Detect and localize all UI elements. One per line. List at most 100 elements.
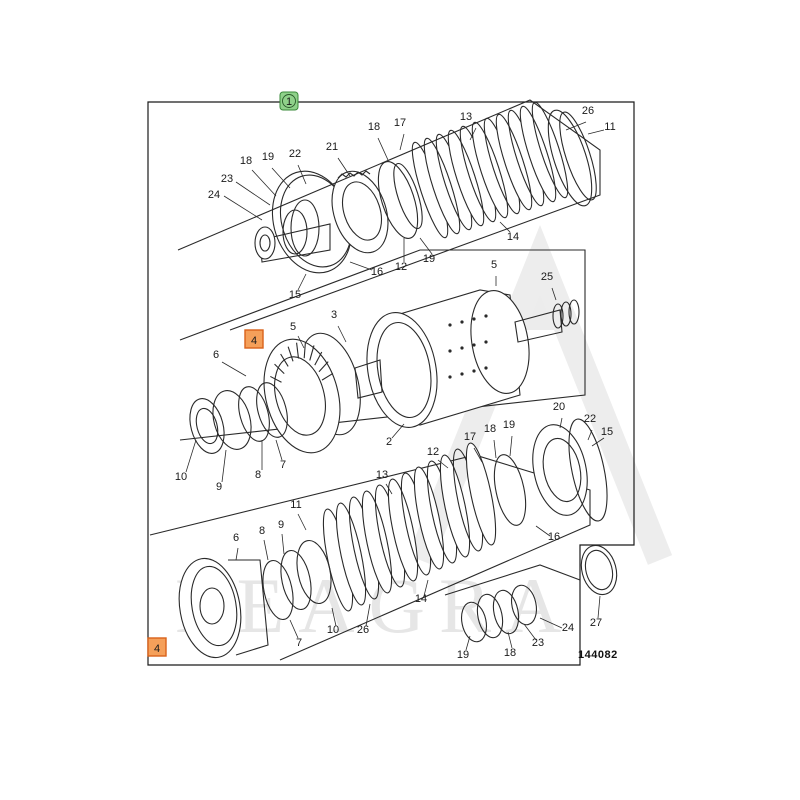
callout-number: 20 [553, 401, 565, 413]
callout-number: 8 [255, 469, 261, 481]
leader-line [337, 157, 351, 177]
callout-bottom-14[interactable]: 14 [415, 579, 429, 605]
callout-middle-9[interactable]: 9 [216, 449, 227, 493]
callout-middle-6[interactable]: 6 [213, 349, 247, 377]
callout-number: 18 [504, 647, 516, 659]
outer-frame [147, 101, 635, 666]
callout-top-11[interactable]: 11 [587, 121, 616, 135]
callout-top-22[interactable]: 22 [289, 148, 307, 185]
leader-line [275, 439, 283, 461]
callout-number: 24 [208, 189, 220, 201]
callout-bottom-9[interactable]: 9 [278, 519, 285, 555]
callout-top-16[interactable]: 16 [349, 261, 383, 278]
callout-number: 11 [604, 121, 615, 133]
highlight-label: 4 [154, 643, 160, 655]
callout-bottom-22[interactable]: 22 [584, 413, 596, 441]
callout-bottom-26[interactable]: 26 [357, 603, 371, 636]
callout-number: 12 [427, 446, 439, 458]
leader-line [221, 361, 247, 377]
callout-number: 13 [460, 111, 472, 123]
callout-bottom-12[interactable]: 12 [427, 446, 449, 469]
callout-number: 12 [395, 261, 407, 273]
callout-bottom-19[interactable]: 19 [503, 419, 515, 457]
callout-top-15[interactable]: 15 [289, 273, 307, 301]
leader-line [535, 525, 551, 537]
callout-bottom-27[interactable]: 27 [590, 595, 602, 629]
callout-top-24[interactable]: 24 [208, 189, 263, 221]
callout-middle-3[interactable]: 3 [331, 309, 347, 343]
callout-bottom-17[interactable]: 17 [464, 431, 483, 463]
callout-middle-25[interactable]: 25 [541, 271, 557, 301]
callout-top-19[interactable]: 19 [419, 237, 435, 265]
callout-middle-5[interactable]: 5 [290, 321, 305, 349]
highlight-green-1[interactable]: 1 [279, 91, 299, 111]
leader-line [423, 579, 429, 597]
callout-middle-5[interactable]: 5 [491, 259, 497, 286]
callout-top-13[interactable]: 13 [460, 111, 477, 141]
callout-number: 23 [221, 173, 233, 185]
leader-line [271, 167, 291, 189]
callout-number: 16 [548, 531, 560, 543]
callout-top-14[interactable]: 14 [499, 221, 519, 243]
callout-bottom-19[interactable]: 19 [457, 635, 471, 661]
highlight-orange-4-lower[interactable]: 4 [147, 637, 167, 657]
callout-middle-8[interactable]: 8 [255, 440, 263, 481]
leader-line [509, 435, 513, 457]
top-clutch-assembly [177, 99, 601, 331]
callout-bottom-24[interactable]: 24 [539, 617, 574, 634]
callout-number: 14 [415, 593, 427, 605]
leader-line [223, 195, 263, 221]
callout-bottom-18[interactable]: 18 [504, 631, 516, 659]
callout-number: 17 [394, 117, 406, 129]
callout-bottom-13[interactable]: 13 [376, 469, 393, 495]
callout-number: 22 [584, 413, 596, 425]
callout-top-19[interactable]: 19 [262, 151, 291, 189]
highlight-label: 1 [286, 96, 292, 108]
callout-bottom-15[interactable]: 15 [591, 426, 613, 447]
callout-top-17[interactable]: 17 [394, 117, 406, 151]
highlight-orange-4-upper[interactable]: 4 [244, 329, 264, 349]
callout-middle-10[interactable]: 10 [175, 439, 197, 483]
leader-line [281, 533, 285, 555]
leader-line [391, 423, 405, 439]
callout-number: 13 [376, 469, 388, 481]
callout-bottom-10[interactable]: 10 [327, 607, 339, 636]
callout-top-12[interactable]: 12 [395, 238, 407, 273]
leader-line [297, 273, 307, 291]
callout-number: 22 [289, 148, 301, 160]
callout-bottom-23[interactable]: 23 [523, 623, 544, 649]
leader-line [221, 449, 227, 483]
callout-top-21[interactable]: 21 [326, 141, 351, 177]
callout-bottom-16[interactable]: 16 [535, 525, 560, 543]
callout-top-23[interactable]: 23 [221, 173, 271, 206]
callout-top-26[interactable]: 26 [565, 105, 594, 131]
callout-number: 11 [290, 499, 301, 511]
leader-line [551, 287, 557, 301]
leader-line [365, 603, 371, 627]
callout-number: 9 [278, 519, 284, 531]
callout-number: 15 [289, 289, 301, 301]
middle-drum-assembly [179, 249, 586, 454]
callout-bottom-6[interactable]: 6 [233, 532, 239, 561]
leader-line [507, 631, 513, 649]
callout-number: 19 [457, 649, 469, 661]
leader-line [591, 437, 605, 447]
callout-bottom-7[interactable]: 7 [289, 619, 302, 649]
callout-number: 2 [386, 436, 392, 448]
callout-middle-7[interactable]: 7 [275, 439, 286, 471]
leader-line [297, 164, 307, 185]
callout-bottom-8[interactable]: 8 [259, 525, 269, 561]
callout-bottom-11[interactable]: 11 [290, 499, 307, 531]
callout-top-18[interactable]: 18 [240, 155, 277, 197]
leader-line [349, 261, 373, 271]
callout-number: 9 [216, 481, 222, 493]
leader-line [469, 127, 477, 141]
callout-number: 8 [259, 525, 265, 537]
callout-number: 24 [562, 622, 574, 634]
callout-bottom-18[interactable]: 18 [484, 423, 497, 459]
callout-top-18[interactable]: 18 [368, 121, 389, 161]
callout-bottom-20[interactable]: 20 [553, 401, 565, 429]
callout-number: 19 [262, 151, 274, 163]
callout-middle-2[interactable]: 2 [386, 423, 405, 448]
